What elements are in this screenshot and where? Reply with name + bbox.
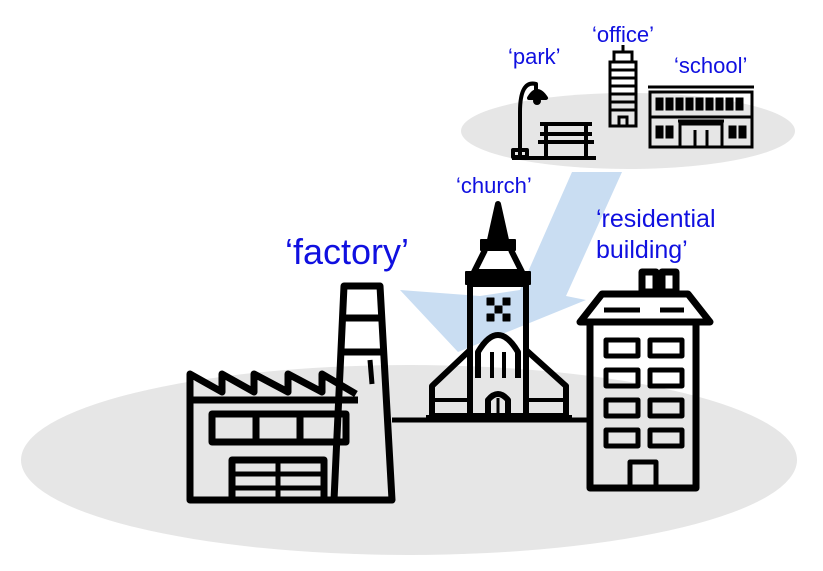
park-label: ‘park’ [508,44,561,69]
arrow-shape [400,172,622,352]
residential-label-line2: building’ [596,236,688,264]
residential-label-line1: ‘residential [596,205,716,233]
church-label: ‘church’ [456,173,532,198]
residential-label: ‘residential building’ [596,204,716,266]
school-label: ‘school’ [674,53,748,78]
office-tower-icon [608,45,638,128]
office-label: ‘office’ [592,22,654,47]
park-icon [511,81,596,160]
church-icon [426,201,572,421]
factory-label: ‘factory’ [285,231,410,272]
ground-ellipse-large [21,365,797,555]
residential-building-icon [576,268,714,492]
school-icon [648,85,754,149]
factory-icon [186,282,396,504]
